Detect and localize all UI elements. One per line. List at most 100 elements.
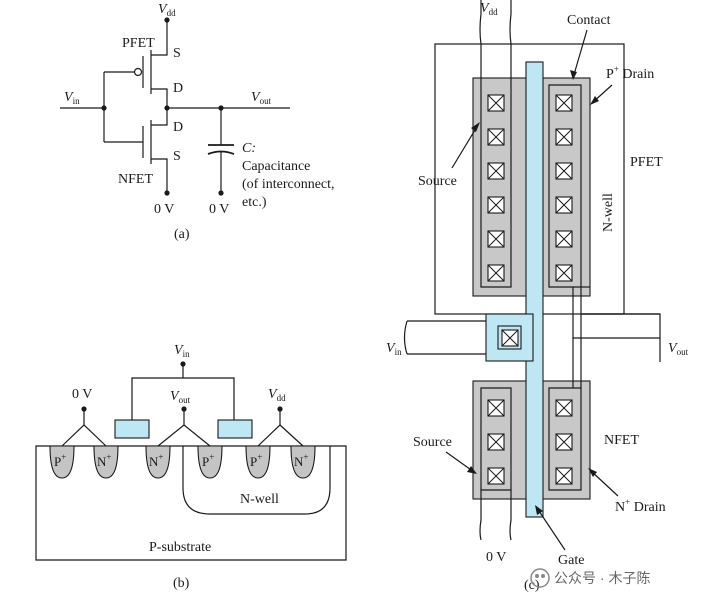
- vdd-contact-wires: [257, 424, 304, 447]
- gnd-contact-wires: [61, 424, 107, 447]
- gate-contact-cross: [501, 329, 519, 347]
- contact-leader: [572, 29, 588, 79]
- panel-b-cross-section: P-substrate N-well P+ N+ N+ P+ P+ N+ Vin…: [35, 343, 347, 591]
- nfet-drain-label: D: [173, 120, 183, 135]
- ndrain-arrowhead: [588, 468, 597, 477]
- watermark-logo-icon: [530, 568, 550, 588]
- cap-gnd-dot: [218, 190, 224, 196]
- gate-metal-overlap: [497, 325, 522, 350]
- nfet-contact-0-2-cross: [487, 467, 505, 485]
- panel-c-vin-label: Vin: [386, 341, 402, 357]
- pfet-layout-label: PFET: [630, 155, 663, 170]
- nfet-contact-1-0-cross: [555, 399, 573, 417]
- diffusion-p2: [197, 445, 223, 479]
- p-substrate-box: [35, 445, 347, 561]
- diffusion-n2: [145, 445, 171, 479]
- panel-c-layout: Vdd Contact P+ Drain Source PFET N-well …: [386, 0, 689, 593]
- substrate-label: P-substrate: [149, 540, 211, 555]
- pfet-contact-1-2-cross: [555, 162, 573, 180]
- pfet-contact-0-2-cross: [487, 162, 505, 180]
- vin-metal: [407, 320, 499, 355]
- pfet-contact-0-3-cross: [487, 196, 505, 214]
- n-well-region: [182, 446, 331, 515]
- pfet-contact-1-4-cross: [555, 230, 573, 248]
- gnd-metal-right: [509, 490, 512, 541]
- panel-b-caption: (b): [173, 576, 190, 591]
- gnd-node-dot: [164, 190, 170, 196]
- cap-desc-line1: Capacitance: [242, 159, 310, 174]
- cap-plate-bottom: [207, 150, 235, 155]
- diff-label-n1: N+: [97, 452, 111, 469]
- panel-b-vout-dot: [181, 406, 187, 412]
- panel-b-gnd-label: 0 V: [72, 387, 92, 402]
- pfet-contact-1-3-cross: [555, 196, 573, 214]
- panel-a-vout-label: Vout: [251, 90, 272, 106]
- panel-b-vdd-label: Vdd: [268, 387, 286, 403]
- vout-contact-wires: [157, 424, 211, 447]
- nwell-layout-label: N-well: [601, 193, 616, 232]
- nfet-label: NFET: [118, 172, 153, 187]
- panel-a-vin-label: Vin: [64, 90, 80, 106]
- nfet-gate-poly: [114, 419, 150, 439]
- panel-a-caption: (a): [174, 227, 190, 242]
- vdd-metal-strip: [479, 0, 512, 288]
- nfet-layout-label: NFET: [604, 433, 639, 448]
- vin-junction-dot: [101, 105, 107, 111]
- gate-leader: [536, 507, 566, 551]
- panel-c-caption: (c): [524, 578, 540, 593]
- nfet-drain-metal: [548, 387, 582, 491]
- gate-contact-pad: [485, 313, 534, 362]
- source-top-leader: [451, 124, 479, 169]
- watermark-text: 公众号 · 木子陈: [554, 570, 650, 586]
- panel-c-gnd-label: 0 V: [486, 550, 506, 565]
- watermark-logo-eye-right: [541, 574, 545, 578]
- ndrain-label: N+ Drain: [615, 497, 666, 515]
- panel-b-vin-label: Vin: [174, 343, 190, 359]
- diff-label-p1: P+: [54, 452, 66, 469]
- diffusion-p1: [49, 445, 75, 479]
- panel-c-vdd-label: Vdd: [480, 1, 498, 17]
- panel-b-vout-label: Vout: [170, 389, 191, 405]
- pfet-contact-0-5-cross: [487, 264, 505, 282]
- pfet-source-wire: [151, 20, 168, 56]
- diff-label-p3: P+: [250, 452, 262, 469]
- vin-metal-end: [403, 320, 408, 355]
- source-bot-arrowhead: [467, 466, 477, 474]
- contact-array: [487, 94, 573, 485]
- nfet-contact-1-1-cross: [555, 433, 573, 451]
- watermark-logo-eye-left: [535, 574, 539, 578]
- pfet-source-label: S: [173, 46, 181, 61]
- vout-metal-upper: [580, 287, 661, 362]
- panel-a-schematic: Vdd PFET S D D S 0 V NFET Vin Vout: [60, 2, 335, 242]
- nfet-contact-0-0-cross: [487, 399, 505, 417]
- diffusion-n1: [93, 445, 119, 479]
- panel-a-vdd-label: Vdd: [158, 2, 176, 18]
- gnd-metal-left: [479, 490, 482, 541]
- pdrain-arrowhead: [590, 96, 599, 105]
- contact-arrowhead: [570, 70, 577, 80]
- pdrain-label: P+ Drain: [606, 64, 654, 82]
- pfet-contact-1-5-cross: [555, 264, 573, 282]
- pfet-contact-1-0-cross: [555, 94, 573, 112]
- nfet-source-label: S: [173, 149, 181, 164]
- nfet-contact-1-2-cross: [555, 467, 573, 485]
- cap-gnd-label: 0 V: [209, 202, 229, 217]
- diff-label-p2: P+: [202, 452, 214, 469]
- pfet-contact-1-1-cross: [555, 128, 573, 146]
- source-bot-label: Source: [413, 435, 452, 450]
- panel-b-gnd-dot: [81, 406, 87, 412]
- cap-c-label: C:: [242, 141, 256, 156]
- nfet-source-wire: [151, 158, 168, 193]
- diffusion-n3: [290, 445, 316, 479]
- diff-label-n2: N+: [149, 452, 163, 469]
- watermark: 公众号 · 木子陈: [530, 568, 650, 588]
- pfet-contact-0-1-cross: [487, 128, 505, 146]
- poly-gate-strip: [525, 61, 544, 518]
- panel-a-gnd-label: 0 V: [154, 202, 174, 217]
- pfet-gate-bubble: [133, 67, 143, 77]
- gate-arrowhead: [535, 505, 543, 515]
- pfet-contact-0-4-cross: [487, 230, 505, 248]
- gate-label: Gate: [558, 553, 584, 568]
- nwell-label: N-well: [240, 492, 279, 507]
